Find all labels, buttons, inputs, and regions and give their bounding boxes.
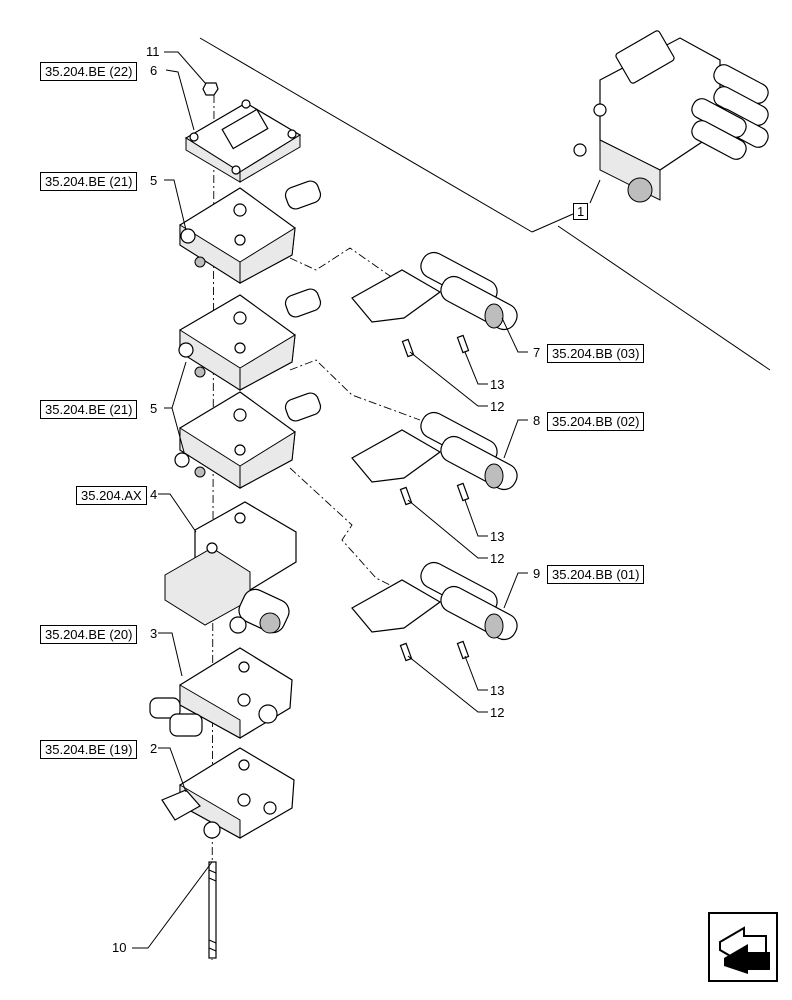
cover-plate-6 bbox=[184, 99, 302, 183]
tie-rod-10 bbox=[208, 861, 217, 959]
inlet-section-3 bbox=[149, 647, 293, 739]
callout-12-c: 12 bbox=[490, 705, 505, 720]
callout-5-lower: 5 bbox=[150, 401, 158, 416]
callout-13-c: 13 bbox=[490, 683, 505, 698]
callout-1-assembly[interactable]: 1 bbox=[573, 203, 589, 220]
callout-13-b: 13 bbox=[490, 529, 505, 544]
ref-box-section-5-lower[interactable]: 35.204.BE (21) bbox=[40, 400, 138, 419]
leader-1-left bbox=[531, 213, 574, 233]
ref-box-coupler-7[interactable]: 35.204.BB (03) bbox=[547, 344, 645, 363]
leader-1-upper bbox=[199, 37, 533, 233]
leader-1-to-assembly bbox=[589, 179, 601, 204]
ref-box-section-4[interactable]: 35.204.AX bbox=[76, 486, 147, 505]
callout-13-a: 13 bbox=[490, 377, 505, 392]
callout-3: 3 bbox=[150, 626, 158, 641]
ref-box-section-5-top[interactable]: 35.204.BE (21) bbox=[40, 172, 138, 191]
valve-section-5-top bbox=[179, 180, 322, 284]
callout-4: 4 bbox=[150, 487, 158, 502]
screws-set-8 bbox=[399, 482, 470, 506]
coupler-block-8 bbox=[351, 411, 518, 491]
ref-box-cover[interactable]: 35.204.BE (22) bbox=[40, 62, 138, 81]
ref-box-coupler-8[interactable]: 35.204.BB (02) bbox=[547, 412, 645, 431]
callout-7: 7 bbox=[533, 345, 541, 360]
ref-box-section-3[interactable]: 35.204.BE (20) bbox=[40, 625, 138, 644]
coupler-block-7 bbox=[351, 251, 518, 331]
axis-fitting-9 bbox=[289, 467, 421, 601]
ref-box-section-2[interactable]: 35.204.BE (19) bbox=[40, 740, 138, 759]
callout-8: 8 bbox=[533, 413, 541, 428]
callout-12-a: 12 bbox=[490, 399, 505, 414]
axis-fitting-7 bbox=[289, 247, 411, 291]
callout-10: 10 bbox=[112, 940, 127, 955]
next-page-arrow-icon[interactable] bbox=[708, 912, 778, 982]
valve-section-5-lower bbox=[174, 391, 322, 489]
nut-11 bbox=[202, 82, 219, 96]
coupler-block-9 bbox=[351, 561, 518, 641]
callout-2: 2 bbox=[150, 741, 158, 756]
valve-section-5-middle bbox=[178, 288, 322, 391]
end-section-2 bbox=[161, 747, 295, 839]
callout-leaders bbox=[132, 51, 528, 949]
callout-6: 6 bbox=[150, 63, 158, 78]
intermediate-plate-4 bbox=[164, 501, 297, 634]
ref-box-coupler-9[interactable]: 35.204.BB (01) bbox=[547, 565, 645, 584]
assembled-valve-view bbox=[573, 30, 769, 203]
axis-fitting-8 bbox=[289, 359, 421, 421]
leader-1-lower bbox=[557, 225, 771, 371]
callout-5-top: 5 bbox=[150, 173, 158, 188]
callout-9: 9 bbox=[533, 566, 541, 581]
callout-11: 11 bbox=[146, 44, 160, 59]
screws-set-7 bbox=[401, 334, 470, 358]
callout-12-b: 12 bbox=[490, 551, 505, 566]
